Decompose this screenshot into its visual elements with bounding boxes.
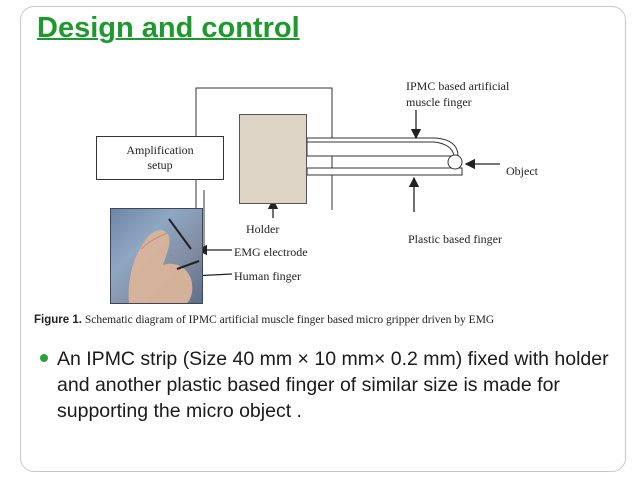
human-finger-label: Human finger [234,268,301,284]
amplification-label-line2: setup [97,158,223,173]
object-label: Object [506,163,538,179]
figure-caption: Figure 1. Schematic diagram of IPMC arti… [34,314,606,326]
human-finger-photo [110,208,203,304]
amplification-label-line1: Amplification [97,143,223,158]
schematic-figure: Amplification setup IPMC based artificia… [34,70,606,338]
ipmc-finger [307,138,458,156]
plastic-finger [307,168,462,175]
finger-illustration [111,209,203,304]
figure-caption-number: Figure 1. [34,314,82,326]
plastic-finger-label: Plastic based finger [408,231,502,247]
ipmc-label-line2: muscle finger [406,94,472,110]
bullet-text: An IPMC strip (Size 40 mm × 10 mm× 0.2 m… [57,346,610,424]
slide-title: Design and control [37,12,300,45]
emg-electrode-label: EMG electrode [234,244,308,260]
amplification-setup-box: Amplification setup [96,136,224,180]
holder-block [239,114,307,204]
bullet-dot-icon [40,354,48,362]
figure-caption-text: Schematic diagram of IPMC artificial mus… [85,314,494,326]
ipmc-label-line1: IPMC based artificial [406,78,509,94]
holder-label: Holder [246,221,279,237]
micro-object [448,155,462,169]
